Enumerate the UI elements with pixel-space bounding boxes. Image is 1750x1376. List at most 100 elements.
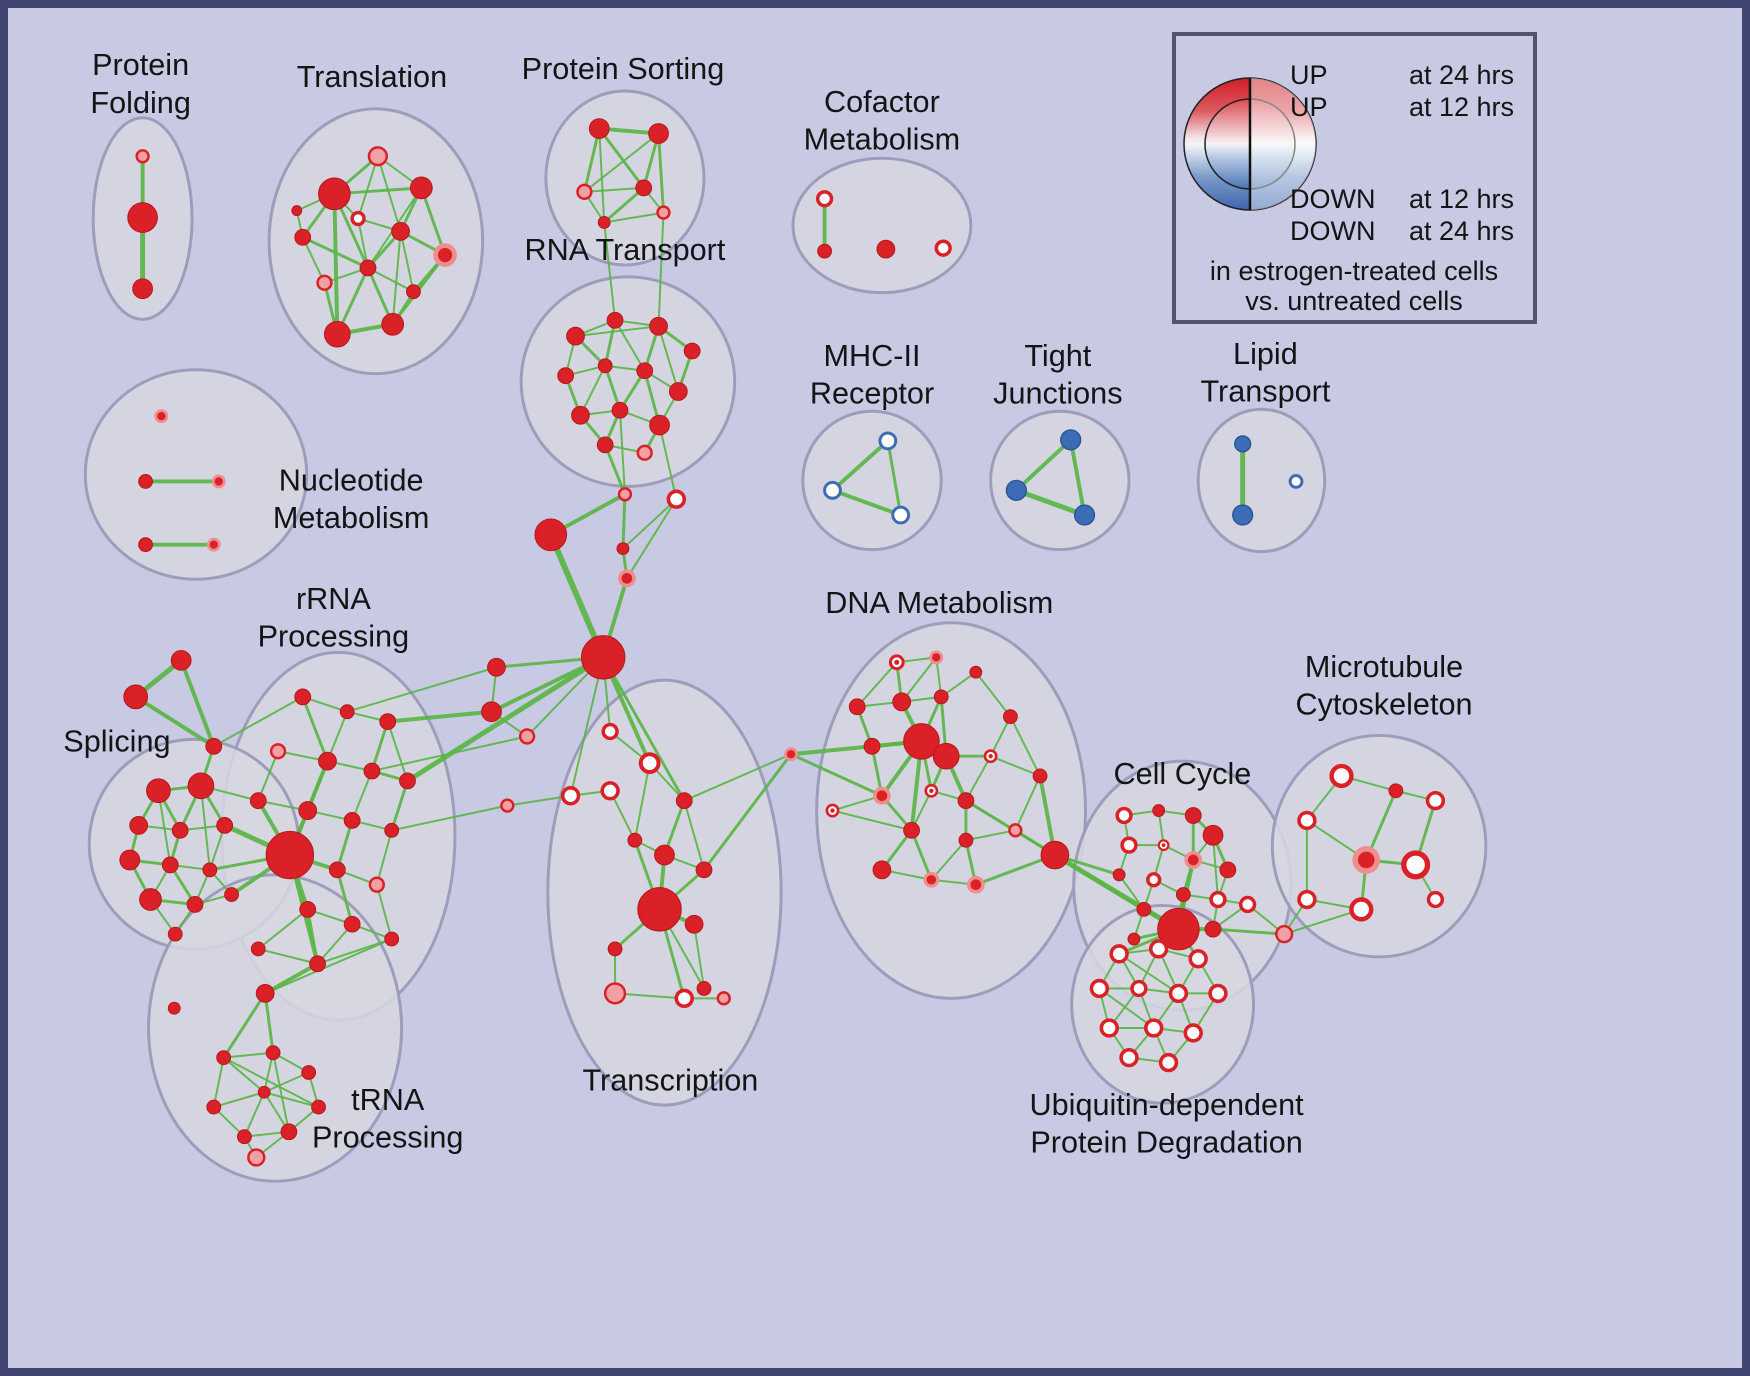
network-edge-rt12-c1 bbox=[603, 443, 627, 496]
network-node-tn3 bbox=[216, 1050, 232, 1066]
network-node-rt12 bbox=[596, 436, 614, 454]
legend-caption-line2: vs. untreated cells bbox=[1245, 286, 1463, 316]
network-edge-ps4-ps5 bbox=[602, 186, 646, 224]
network-node-ps4 bbox=[635, 179, 653, 197]
network-node-cc8 bbox=[1219, 861, 1237, 879]
network-edge-ps5-rt2 bbox=[603, 221, 617, 322]
network-edge-tn8-tn10 bbox=[243, 1091, 266, 1138]
network-edge-tn9-tn10 bbox=[212, 1091, 266, 1109]
cluster-label-transcription: Transcription bbox=[582, 1063, 758, 1097]
network-node-dm7 bbox=[1002, 709, 1018, 725]
network-edge-c10-rr11 bbox=[390, 804, 509, 832]
network-node-mh1 bbox=[878, 431, 898, 451]
network-edge-rr10-rr13 bbox=[335, 818, 354, 872]
network-node-sp11 bbox=[224, 887, 239, 902]
network-node-tn11 bbox=[247, 1148, 266, 1167]
network-node-ub12 bbox=[1158, 1052, 1179, 1073]
network-node-rr13 bbox=[328, 861, 346, 879]
network-edge-x2-x3 bbox=[133, 694, 216, 749]
network-node-t3 bbox=[409, 176, 433, 200]
legend-up24-label: UP bbox=[1290, 60, 1328, 90]
network-edge-ps2-ps6 bbox=[657, 132, 665, 215]
network-node-dm2 bbox=[929, 650, 944, 665]
network-edge-hub-rr7 bbox=[405, 654, 606, 784]
cluster-label-rna-transport: RNA Transport bbox=[525, 233, 726, 267]
network-node-lt2 bbox=[1232, 504, 1254, 526]
network-edge-dm3-dm7 bbox=[974, 671, 1012, 718]
cluster-label-translation: Translation bbox=[297, 60, 447, 94]
network-edge-ps3-ps4 bbox=[583, 186, 645, 193]
legend-down12-label: DOWN bbox=[1290, 184, 1375, 214]
network-node-tn7 bbox=[280, 1123, 298, 1141]
network-edge-tj1-tj2 bbox=[1014, 437, 1073, 493]
network-edge-c2-c5 bbox=[625, 498, 678, 580]
network-node-c9 bbox=[601, 722, 619, 741]
network-node-mc3 bbox=[1425, 790, 1446, 811]
network-node-rt2 bbox=[606, 311, 624, 329]
network-edge-t6-t10 bbox=[399, 230, 415, 293]
network-node-sp2 bbox=[187, 772, 215, 800]
network-node-mc4 bbox=[1297, 810, 1317, 831]
network-node-pf2 bbox=[127, 202, 158, 233]
network-edge-rt10-c1 bbox=[619, 409, 626, 496]
network-edge-c6-rr2 bbox=[346, 666, 498, 713]
network-node-ps1 bbox=[588, 118, 610, 139]
network-node-tj1 bbox=[1060, 429, 1082, 451]
network-node-pf1 bbox=[135, 149, 150, 164]
network-node-sp3 bbox=[129, 815, 149, 835]
network-node-dm4 bbox=[848, 698, 866, 716]
network-edge-c10-c11 bbox=[506, 794, 572, 807]
network-node-sp10 bbox=[186, 896, 204, 913]
network-edge-t1-t11 bbox=[332, 191, 340, 337]
network-node-cc10 bbox=[1146, 872, 1162, 888]
network-edge-c1-c4 bbox=[621, 492, 627, 551]
network-edge-rt3-rt8 bbox=[657, 325, 680, 393]
network-node-nm3 bbox=[211, 474, 226, 489]
network-node-cc6 bbox=[1157, 839, 1170, 852]
network-edge-ps1-ps5 bbox=[598, 127, 606, 224]
network-node-rt8 bbox=[668, 382, 688, 401]
legend-donut-icon bbox=[1183, 77, 1317, 211]
network-edge-rr15-rr19 bbox=[306, 907, 320, 966]
network-edge-dm17-dm21 bbox=[910, 828, 933, 882]
cluster-ellipse-dna-metabolism bbox=[815, 621, 1088, 1000]
network-edge-ps5-ps6 bbox=[603, 211, 665, 224]
cluster-label-splicing: Splicing bbox=[63, 724, 170, 758]
network-edge-rt1-rt3 bbox=[574, 325, 660, 338]
network-edge-tc8-tc10 bbox=[693, 923, 706, 990]
network-edge-tn3-tn4 bbox=[222, 1051, 275, 1059]
network-node-dm15 bbox=[957, 792, 975, 810]
network-node-c1 bbox=[617, 487, 633, 502]
network-node-cc15 bbox=[1204, 920, 1222, 938]
cluster-ellipse-translation bbox=[267, 107, 485, 376]
network-edge-tn6-tn10 bbox=[263, 1091, 320, 1109]
network-node-c12 bbox=[784, 747, 798, 762]
network-node-dm9 bbox=[903, 723, 940, 760]
network-node-tc8 bbox=[684, 914, 704, 934]
network-edge-tc6-c12 bbox=[702, 752, 793, 872]
cluster-ellipse-mhc-ii-receptor bbox=[801, 409, 943, 552]
network-node-rr4 bbox=[269, 743, 287, 760]
network-edge-rr4-rr8 bbox=[257, 750, 280, 802]
network-node-rr7 bbox=[399, 772, 416, 790]
network-node-rt6 bbox=[597, 358, 613, 374]
network-node-rt4 bbox=[683, 342, 701, 360]
network-node-sp1 bbox=[146, 778, 171, 804]
network-node-dm11 bbox=[983, 749, 998, 764]
network-edge-dm7-dm12 bbox=[1009, 715, 1042, 777]
network-node-c11 bbox=[560, 786, 581, 806]
network-node-ub10 bbox=[1183, 1023, 1203, 1043]
cluster-ellipse-nucleotide-metabolism bbox=[83, 368, 309, 581]
network-edge-mc8-mcc bbox=[1283, 908, 1363, 936]
network-edge-mh1-mh3 bbox=[886, 439, 903, 517]
network-node-rr14 bbox=[368, 876, 386, 893]
network-edge-rr17-rr19 bbox=[316, 938, 393, 965]
network-node-c6 bbox=[487, 657, 506, 677]
network-node-tc12 bbox=[674, 988, 694, 1009]
network-edge-x3-rr1 bbox=[212, 695, 304, 748]
network-node-rr19 bbox=[309, 955, 326, 973]
